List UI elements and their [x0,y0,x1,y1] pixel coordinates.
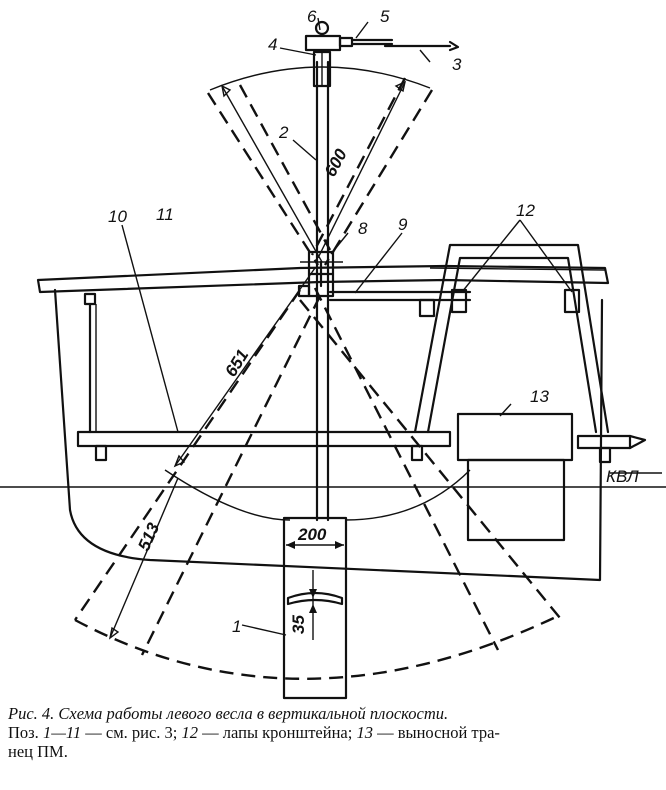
callout-11: 11 [156,205,174,224]
callout-5: 5 [380,7,390,26]
callout-6: 6 [307,7,317,26]
callout-10: 10 [108,207,127,226]
caption-line-2: Поз. 1—11 — см. рис. 3; 12 — лапы кроншт… [8,723,500,742]
leader-lines [121,17,573,636]
oar-diagram: 1 2 3 4 5 6 8 9 10 11 12 13 КВЛ 600 651 … [0,7,666,700]
grip-assembly [304,20,460,52]
oar-blade-1 [282,516,348,700]
waterline [0,472,666,488]
dimension-651: 651 [221,346,252,380]
thwart-10 [76,292,452,462]
dimension-200: 200 [297,525,327,544]
caption-title: Рис. 4. Схема работы левого весла в верт… [8,704,449,723]
bracket-rod-9 [328,290,472,318]
waterline-label: КВЛ [606,467,639,486]
oar-shaft-2 [312,50,332,522]
dimension-513: 513 [134,519,163,553]
transom-13 [456,412,574,542]
figure-caption: Рис. 4. Схема работы левого весла в верт… [8,704,660,761]
callout-1: 1 [232,617,241,636]
callout-2: 2 [278,123,289,142]
callout-12: 12 [516,201,535,220]
dimension-600: 600 [321,145,351,179]
caption-line-3: нец ПМ. [8,742,68,761]
callout-4: 4 [268,35,277,54]
callout-3: 3 [452,55,462,74]
dimension-35: 35 [289,615,308,634]
oarlock-8 [297,250,343,298]
oar-swing-outlines [74,66,561,680]
callout-13: 13 [530,387,549,406]
bracket-12 [413,243,647,464]
callout-9: 9 [398,215,408,234]
callout-8: 8 [358,219,368,238]
dimension-lines [108,80,406,640]
